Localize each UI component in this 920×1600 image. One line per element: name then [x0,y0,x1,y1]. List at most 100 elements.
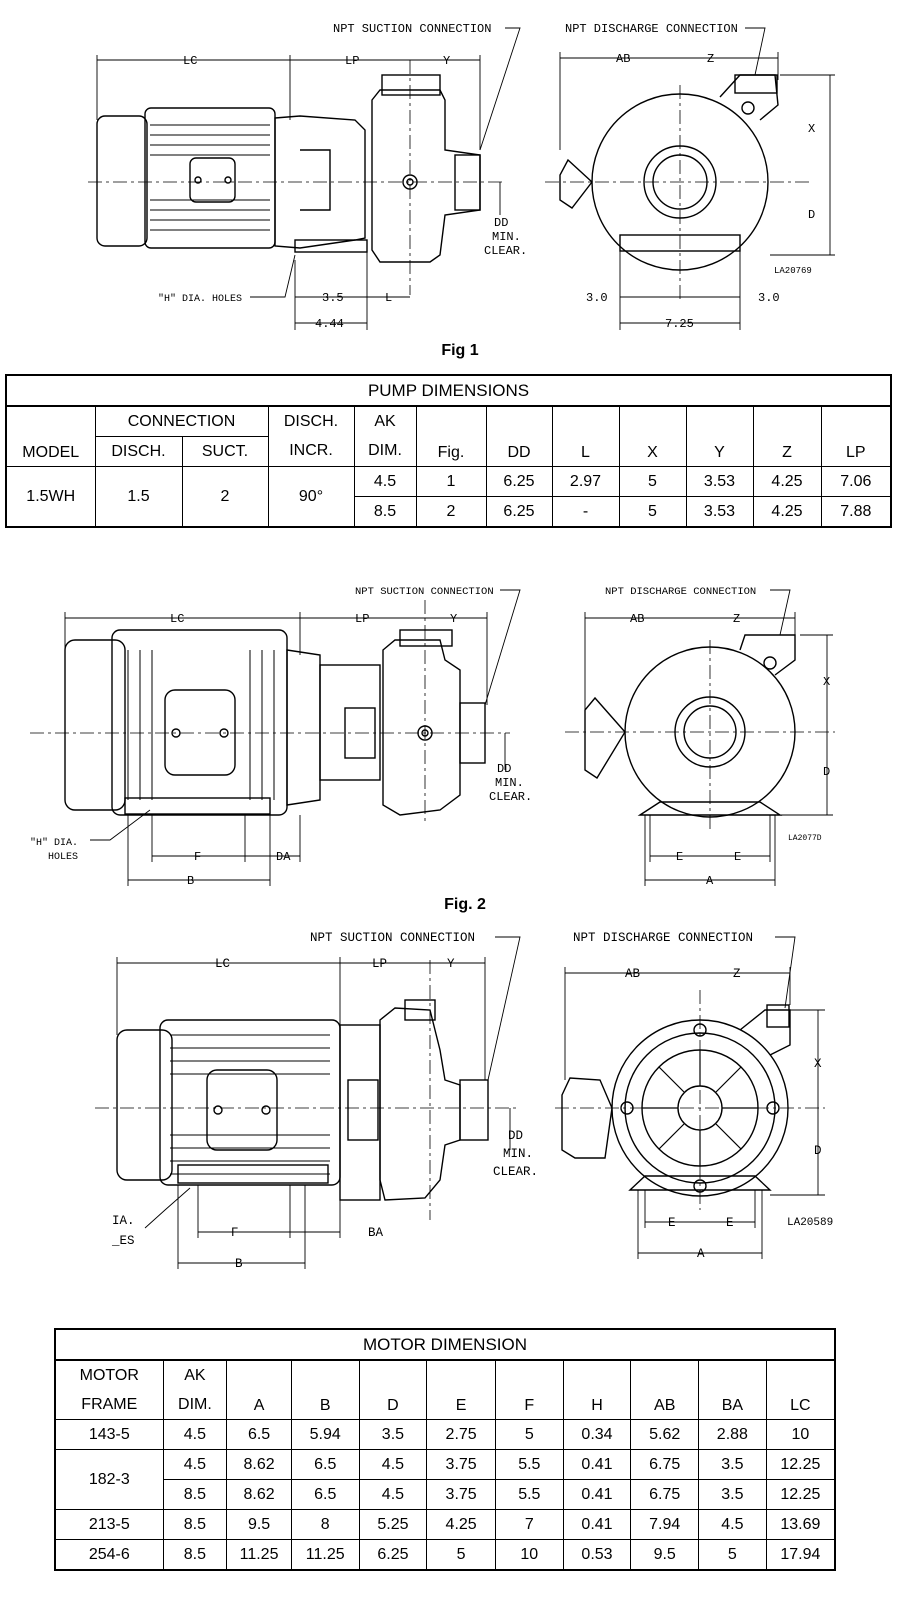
fig1-label-ab: AB [616,52,630,66]
fig1-label-clear: CLEAR. [484,244,527,258]
fig3-label-z: Z [733,967,741,981]
cell-a: 8.62 [226,1479,292,1510]
fig3-label-b: B [235,1257,243,1271]
cell-lc: 12.25 [765,1449,836,1480]
fig1-label-35: 3.5 [322,291,344,305]
fig1-label-y: Y [443,54,450,68]
mount-foot [124,797,271,815]
cell-lc: 13.69 [765,1509,836,1540]
motor-box-front [559,158,593,209]
header-lp: LP [820,405,892,467]
cell-lc: 17.94 [765,1539,836,1571]
fig3-label-holes2: _ES [111,1234,135,1248]
cell-disch-incr: 90° [267,466,355,528]
header-d: D [358,1359,428,1420]
header-f: F [494,1359,564,1420]
table-row: 1.5WH 1.5 2 90° 4.5 1 6.25 2.97 5 3.53 4… [5,466,892,528]
cell-ab: 7.94 [630,1509,700,1540]
fig1-caption: Fig 1 [441,342,479,359]
cell-h: 0.41 [562,1479,632,1510]
suction-flange-top [399,629,453,647]
cell-suct: 2 [181,466,269,528]
conduit-box [206,1069,278,1151]
table-row: 143-5 4.5 6.5 5.94 3.5 2.75 5 0.34 5.62 … [54,1419,836,1450]
cell-frame: 182-3 [54,1449,164,1510]
cell-f: 5 [494,1419,564,1450]
cell-e: 3.75 [426,1449,496,1480]
cell-h: 0.41 [562,1449,632,1480]
fig2-label-x: X [823,675,830,689]
fig1-label-min: MIN. [492,230,521,244]
mount-foot [294,239,368,253]
header-ak-2: DIM. [353,436,417,467]
cell-fig: 1 [415,466,487,497]
cell-b: 11.25 [290,1539,360,1571]
header-ak-1: AK [353,405,417,437]
cell-d: 5.25 [358,1509,428,1540]
cell-ak: 4.5 [162,1419,228,1450]
header-a: A [226,1359,292,1420]
fig1-label-suction: NPT SUCTION CONNECTION [333,22,491,36]
fig3-label-y: Y [447,957,455,971]
fig2-label-discharge: NPT DISCHARGE CONNECTION [605,586,756,598]
fig2-label-min: MIN. [495,776,524,790]
cell-z: 4.25 [752,466,822,497]
fig2-label-suction: NPT SUCTION CONNECTION [355,586,494,598]
adapter [319,664,381,781]
cell-ba: 2.88 [698,1419,767,1450]
cell-y: 3.53 [685,466,754,497]
cell-b: 8 [290,1509,360,1540]
fig3-label-holes1: IA. [112,1214,135,1228]
header-fig: Fig. [415,405,487,467]
cell-h: 0.53 [562,1539,632,1571]
cell-lp: 7.88 [820,496,892,528]
header-lc: LC [765,1359,836,1420]
cell-ba: 5 [698,1539,767,1571]
fig1-ref: LA20769 [774,266,812,276]
fig3-label-x: X [814,1057,822,1071]
fig2-label-lp: LP [355,612,369,626]
fig2-label-y: Y [450,612,457,626]
motor-end-cap [96,115,148,247]
cell-ak: 8.5 [162,1479,228,1510]
cell-h: 0.34 [562,1419,632,1450]
cell-l: - [551,496,620,528]
cell-lc: 10 [765,1419,836,1450]
fig2-caption: Fig. 2 [444,896,486,913]
header-frame-2: FRAME [54,1390,164,1420]
cell-x: 5 [618,496,687,528]
cell-y: 3.53 [685,496,754,528]
cell-ak: 4.5 [162,1449,228,1480]
header-model: MODEL [5,405,96,467]
pump-casing [379,1007,461,1201]
cell-d: 3.5 [358,1419,428,1450]
header-h: H [562,1359,632,1420]
header-ak-1: AK [162,1359,228,1390]
motor-end-cap [64,639,126,811]
cell-ab: 6.75 [630,1479,700,1510]
cell-ab: 9.5 [630,1539,700,1571]
conduit-box [164,689,236,776]
cell-model: 1.5WH [5,466,96,528]
cell-lc: 12.25 [765,1479,836,1510]
motor-table-title: MOTOR DIMENSION [54,1328,836,1361]
cell-e: 3.75 [426,1479,496,1510]
suction-flange-top [404,999,436,1021]
fig3-drawing: LC LP Y NPT SUCTION CONNECTION NPT DISCH… [95,931,833,1271]
fig3-label-clear: CLEAR. [493,1165,538,1179]
cell-ba: 3.5 [698,1479,767,1510]
cell-lp: 7.06 [820,466,892,497]
cell-ab: 6.75 [630,1449,700,1480]
table-row: 8.5 2 6.25 - 5 3.53 4.25 7.88 [6,496,892,528]
cell-d: 4.5 [358,1479,428,1510]
table-row: 254-6 8.5 11.25 11.25 6.25 5 10 0.53 9.5… [54,1539,836,1571]
fig2-label-lc: LC [170,612,184,626]
motor-body [144,107,276,249]
fig3-label-dd: DD [508,1129,523,1143]
fig1-label-z: Z [707,52,714,66]
fig1-label-30b: 3.0 [758,291,780,305]
fig2-label-clear: CLEAR. [489,790,532,804]
header-connection: CONNECTION [94,405,269,437]
fig1-label-holes: "H" DIA. HOLES [158,293,242,305]
table-row: 8.5 8.62 6.5 4.5 3.75 5.5 0.41 6.75 3.5 … [55,1479,836,1510]
